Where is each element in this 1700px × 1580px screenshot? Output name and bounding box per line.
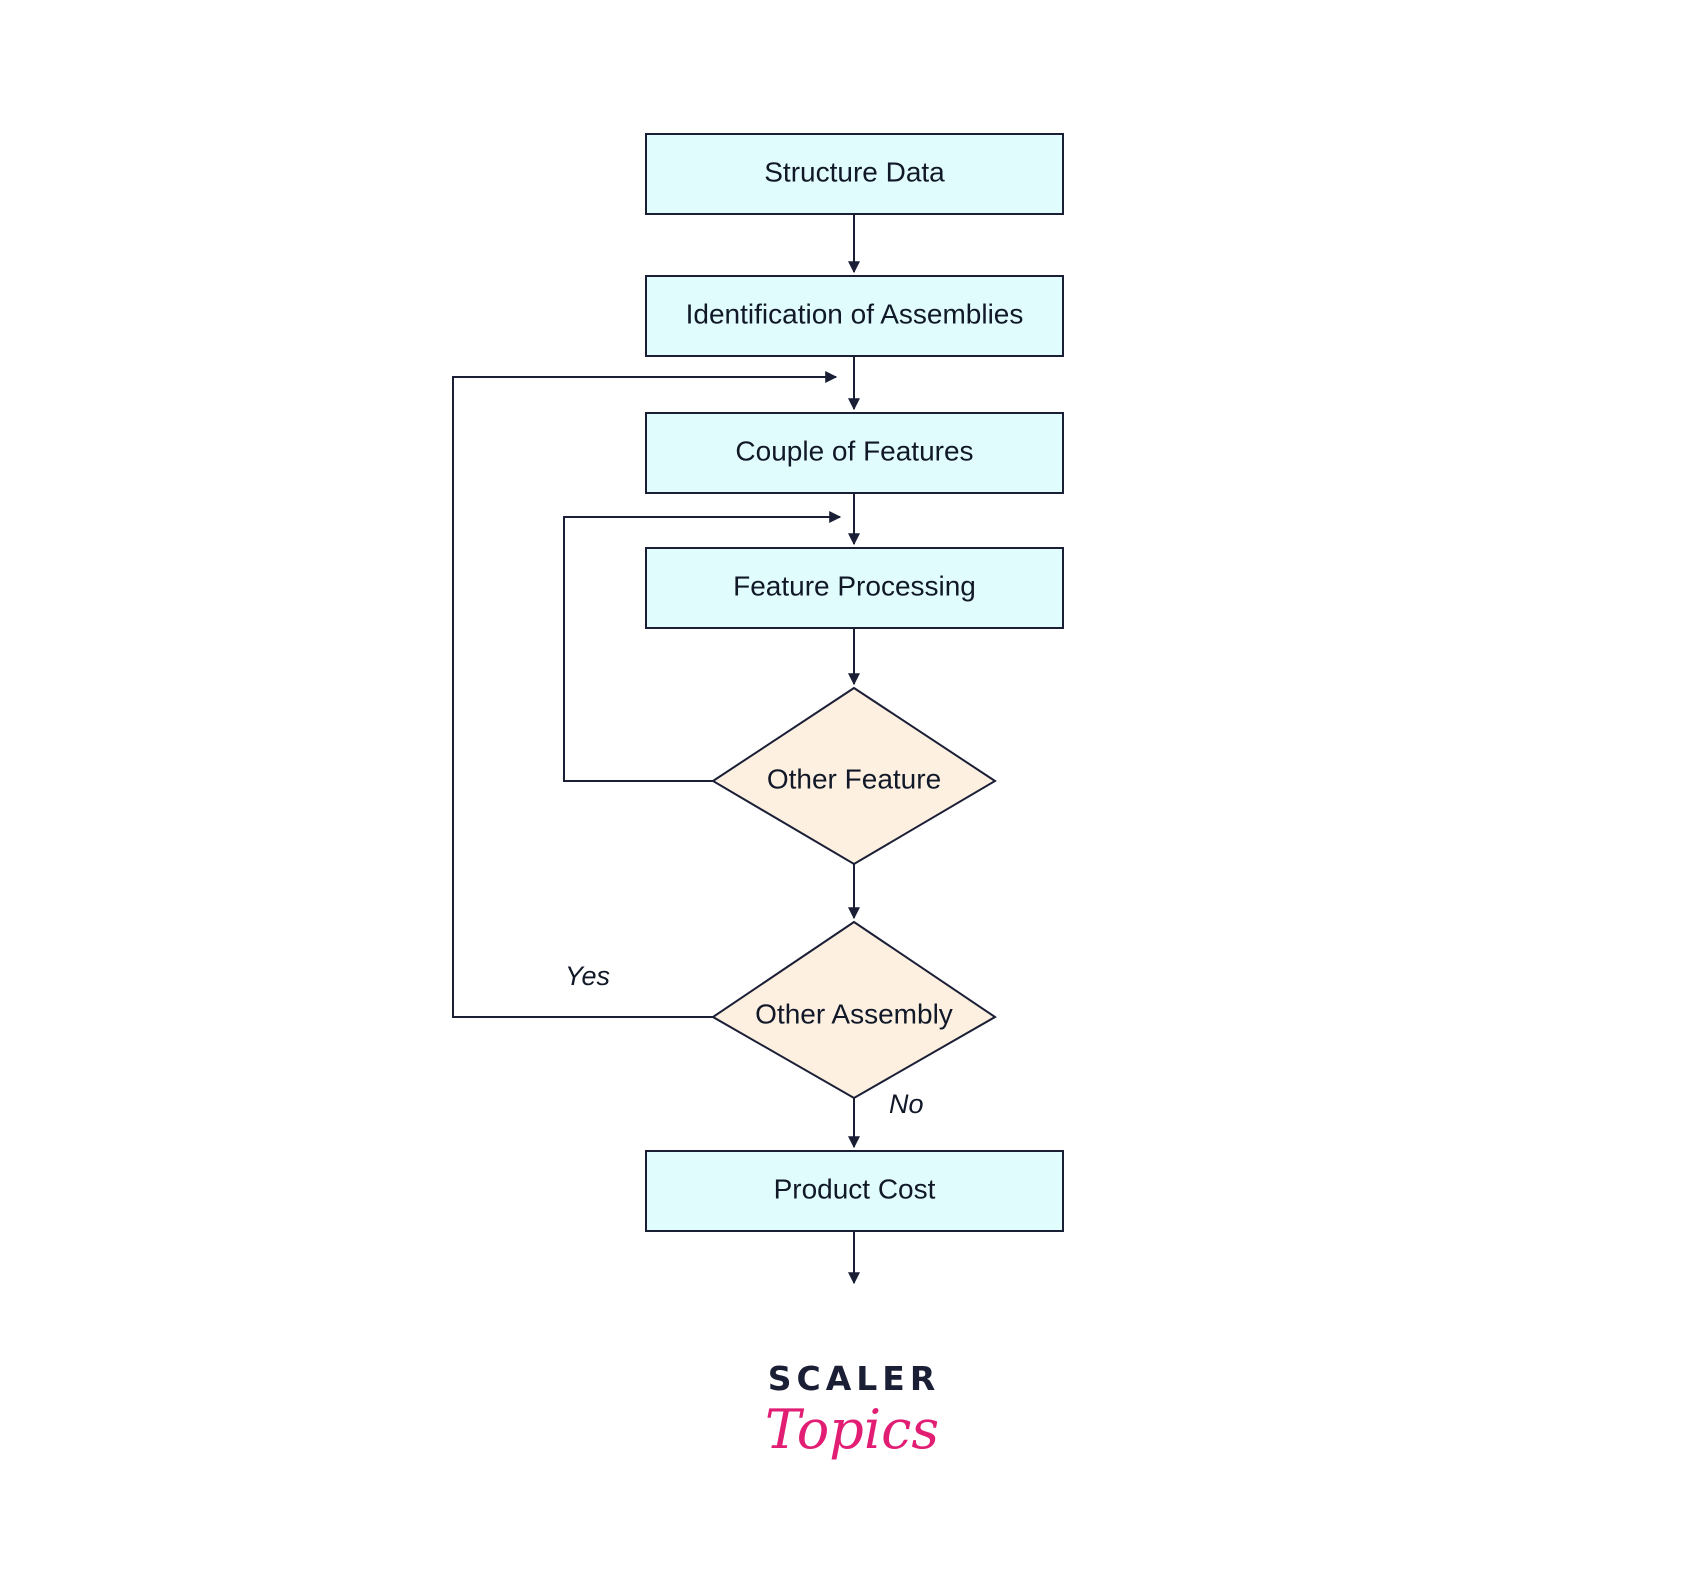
decision-other-feature: Other Feature — [711, 686, 997, 866]
process-box — [645, 133, 1064, 215]
loop-other-feature-back — [563, 511, 842, 782]
label-no: No — [889, 1089, 924, 1119]
node-label: Other Feature — [767, 763, 941, 794]
node-label: Identification of Assemblies — [686, 298, 1024, 329]
loop-other-assembly-back — [452, 371, 838, 1018]
node-couple-of-features: Couple of Features — [645, 412, 1064, 494]
logo-topics-text: Topics — [765, 1398, 939, 1461]
node-label: Structure Data — [764, 156, 945, 187]
node-structure-data: Structure Data — [645, 133, 1064, 215]
label-yes: Yes — [565, 961, 610, 991]
process-box — [645, 1150, 1064, 1232]
process-box — [645, 412, 1064, 494]
decision-other-assembly: Other Assembly — [711, 920, 997, 1100]
process-box — [645, 275, 1064, 357]
node-identification-of-assemblies: Identification of Assemblies — [645, 275, 1064, 357]
node-label: Feature Processing — [733, 570, 976, 601]
logo-scaler-text: SCALER — [768, 1359, 941, 1398]
node-label: Couple of Features — [735, 435, 973, 466]
node-label: Product Cost — [774, 1173, 936, 1204]
node-product-cost: Product Cost — [645, 1150, 1064, 1232]
node-feature-processing: Feature Processing — [645, 547, 1064, 629]
process-box — [645, 547, 1064, 629]
scaler-topics-logo: SCALER Topics — [765, 1359, 941, 1461]
node-label: Other Assembly — [755, 998, 953, 1029]
connectors — [452, 214, 860, 1285]
